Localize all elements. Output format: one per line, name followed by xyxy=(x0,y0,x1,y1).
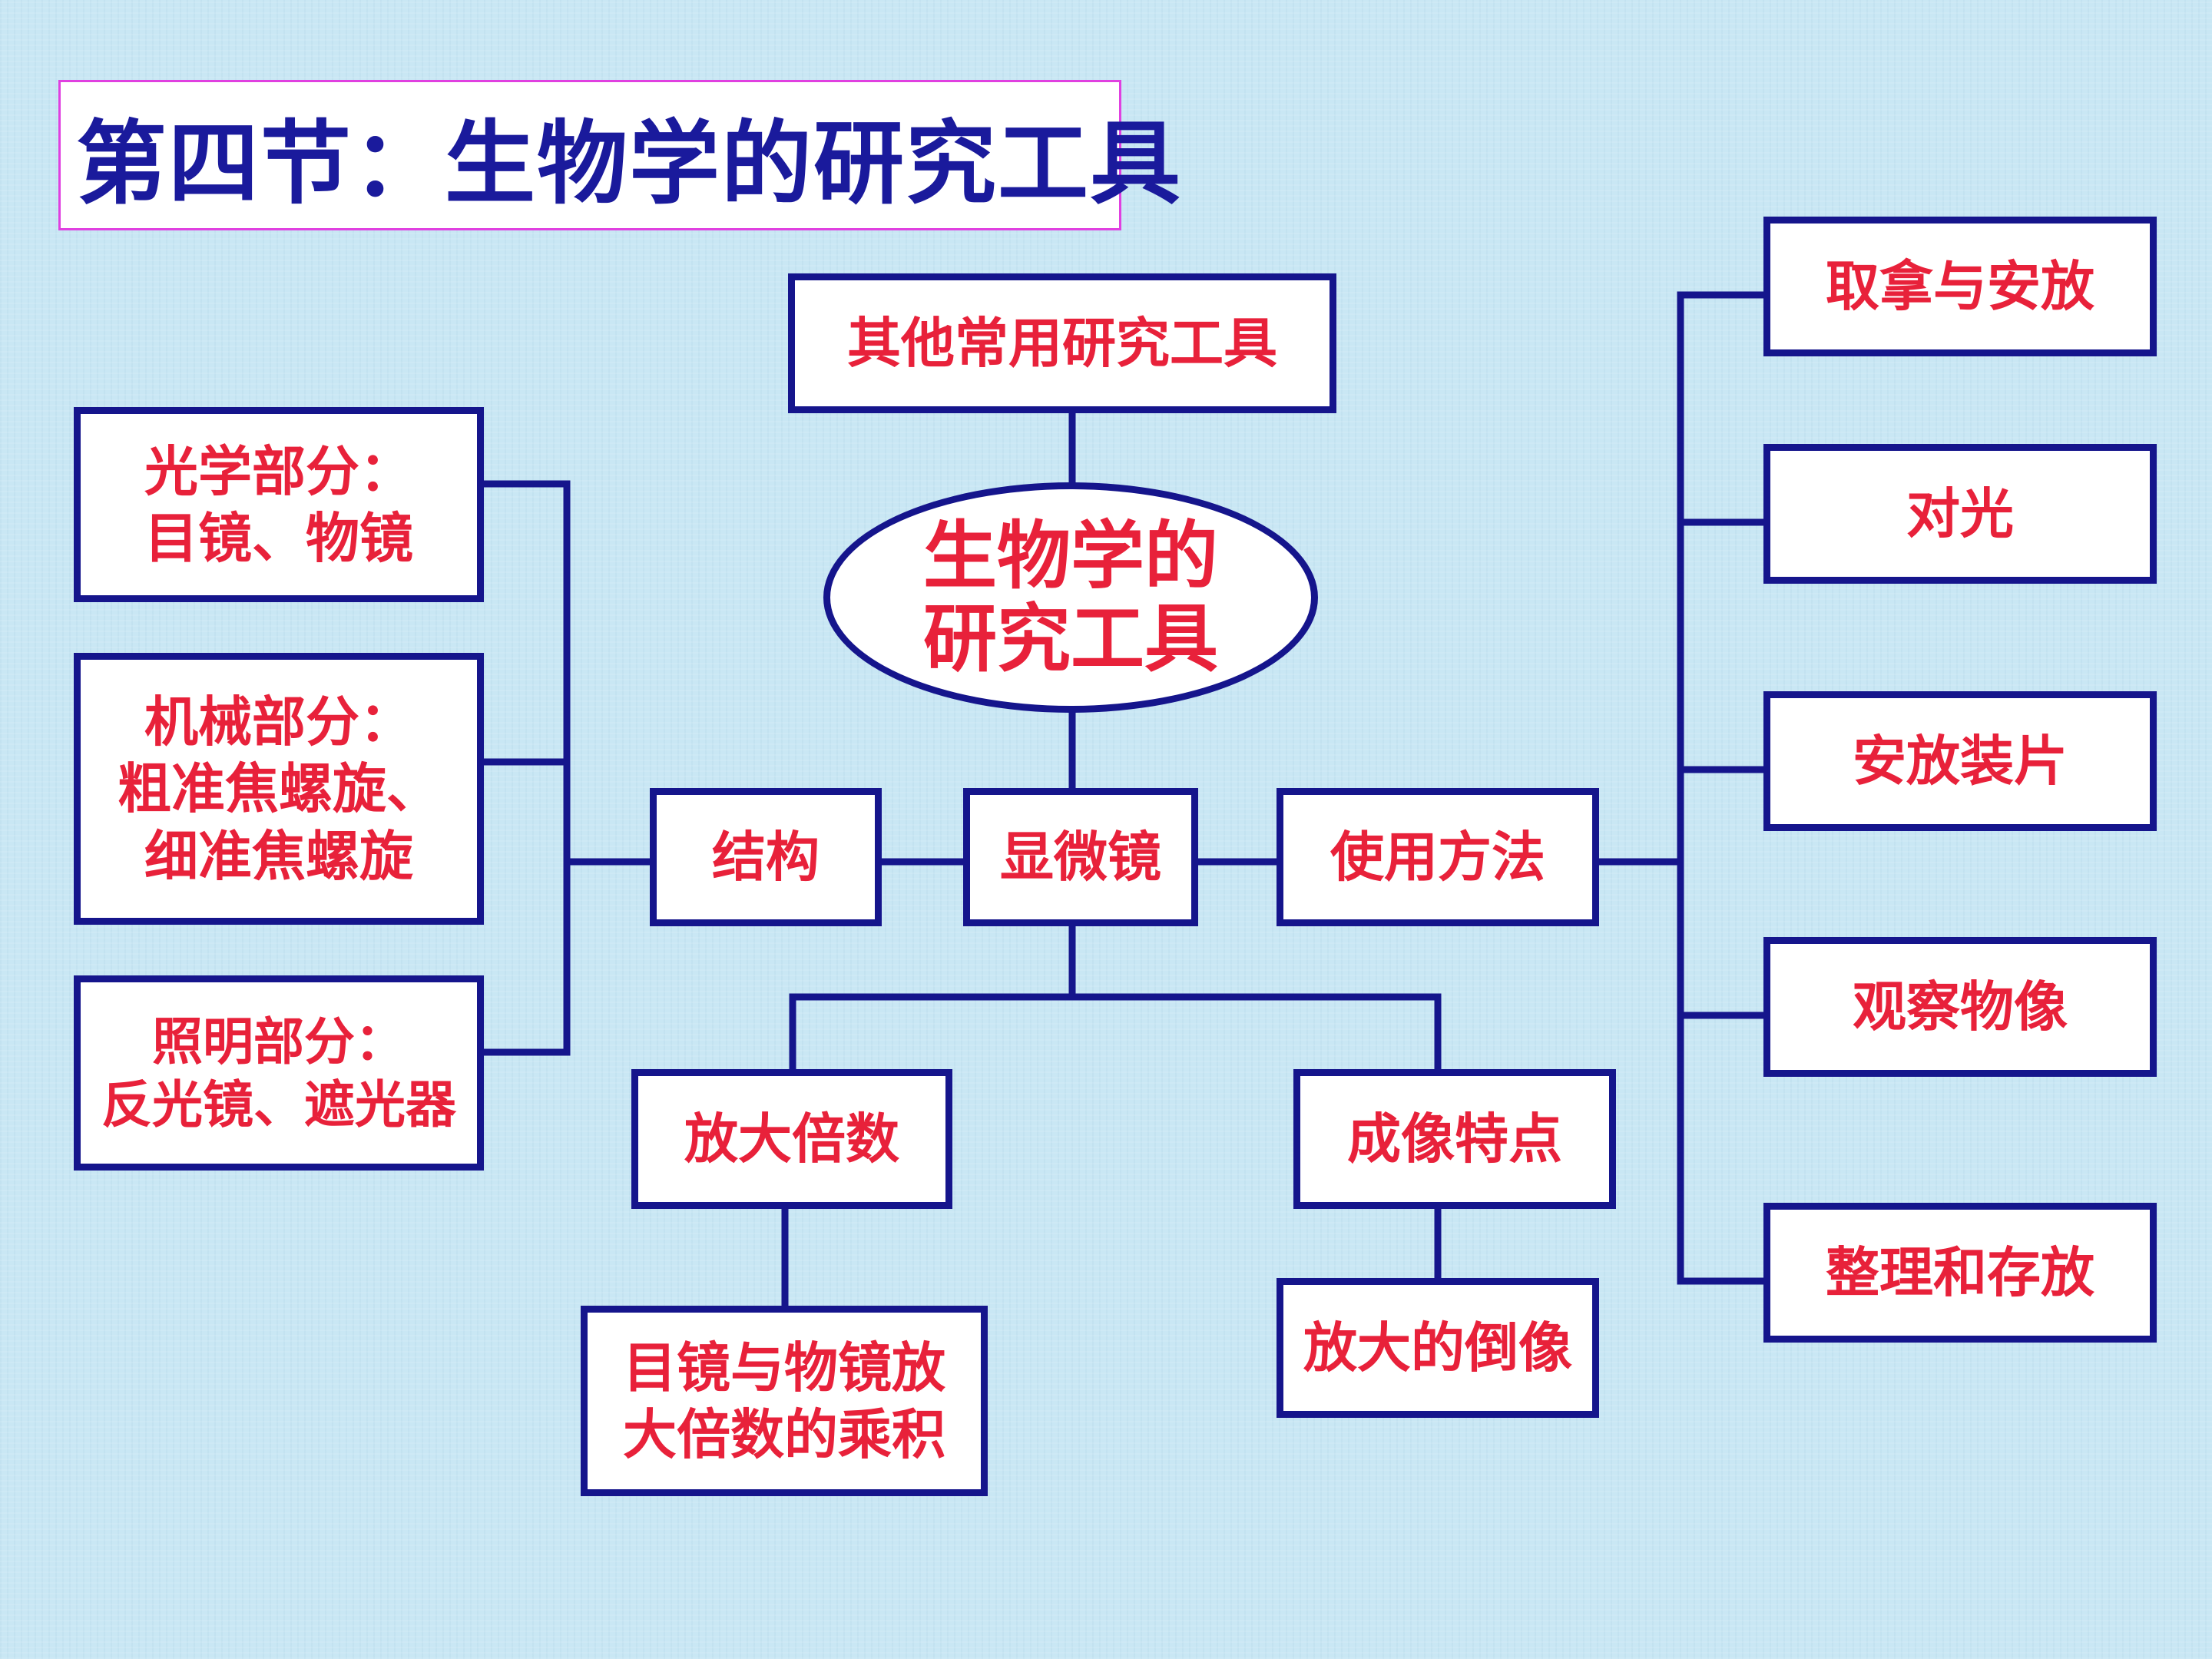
center-topic-line2: 研究工具 xyxy=(923,595,1218,682)
node-step-store: 整理和存放 xyxy=(1763,1203,2157,1343)
node-usage-method: 使用方法 xyxy=(1277,788,1599,926)
magnification-detail-line1: 目镜与物镜放 xyxy=(623,1335,945,1399)
page-title-box: 第四节：生物学的研究工具 xyxy=(58,80,1181,230)
mechanical-part-detail-1: 粗准焦螺旋、 xyxy=(118,757,440,821)
node-imaging-feature: 成像特点 xyxy=(1293,1069,1616,1209)
node-microscope: 显微镜 xyxy=(963,788,1198,926)
imaging-detail-label: 放大的倒像 xyxy=(1303,1316,1572,1380)
step-store-label: 整理和存放 xyxy=(1826,1240,2094,1305)
optical-part-detail: 目镜、物镜 xyxy=(144,506,413,570)
node-step-observe: 观察物像 xyxy=(1763,937,2157,1077)
node-microscope-label: 显微镜 xyxy=(1000,825,1161,889)
lighting-part-detail: 反光镜、遮光器 xyxy=(101,1075,456,1134)
node-imaging-feature-label: 成像特点 xyxy=(1347,1107,1562,1171)
step-take-place-label: 取拿与安放 xyxy=(1826,254,2094,319)
optical-part-title: 光学部分： xyxy=(144,439,413,503)
node-step-light-adjust: 对光 xyxy=(1763,444,2157,584)
node-center-topic: 生物学的 研究工具 xyxy=(823,482,1318,713)
magnification-detail-line2: 大倍数的乘积 xyxy=(623,1402,945,1466)
step-place-slide-label: 安放装片 xyxy=(1853,729,2068,793)
mechanical-part-detail-2: 细准焦螺旋 xyxy=(144,823,413,888)
node-magnification-detail: 目镜与物镜放 大倍数的乘积 xyxy=(581,1306,988,1496)
node-magnification: 放大倍数 xyxy=(631,1069,952,1209)
node-step-place-slide: 安放装片 xyxy=(1763,691,2157,831)
node-imaging-detail: 放大的倒像 xyxy=(1277,1278,1599,1418)
node-other-tools: 其他常用研究工具 xyxy=(788,273,1336,413)
node-structure-label: 结构 xyxy=(712,825,820,889)
node-structure: 结构 xyxy=(650,788,882,926)
lighting-part-title: 照明部分： xyxy=(152,1011,406,1071)
node-mechanical-part: 机械部分： 粗准焦螺旋、 细准焦螺旋 xyxy=(74,653,484,925)
step-observe-label: 观察物像 xyxy=(1853,975,2068,1039)
node-magnification-label: 放大倍数 xyxy=(684,1107,899,1171)
step-light-adjust-label: 对光 xyxy=(1906,482,2014,546)
node-optical-part: 光学部分： 目镜、物镜 xyxy=(74,407,484,602)
node-other-tools-label: 其他常用研究工具 xyxy=(847,311,1277,376)
node-usage-method-label: 使用方法 xyxy=(1330,825,1545,889)
node-lighting-part: 照明部分： 反光镜、遮光器 xyxy=(74,975,484,1171)
page-title: 第四节：生物学的研究工具 xyxy=(76,109,1183,217)
center-topic-line1: 生物学的 xyxy=(923,512,1218,600)
mechanical-part-title: 机械部分： xyxy=(144,689,413,753)
node-step-take-place: 取拿与安放 xyxy=(1763,217,2157,356)
